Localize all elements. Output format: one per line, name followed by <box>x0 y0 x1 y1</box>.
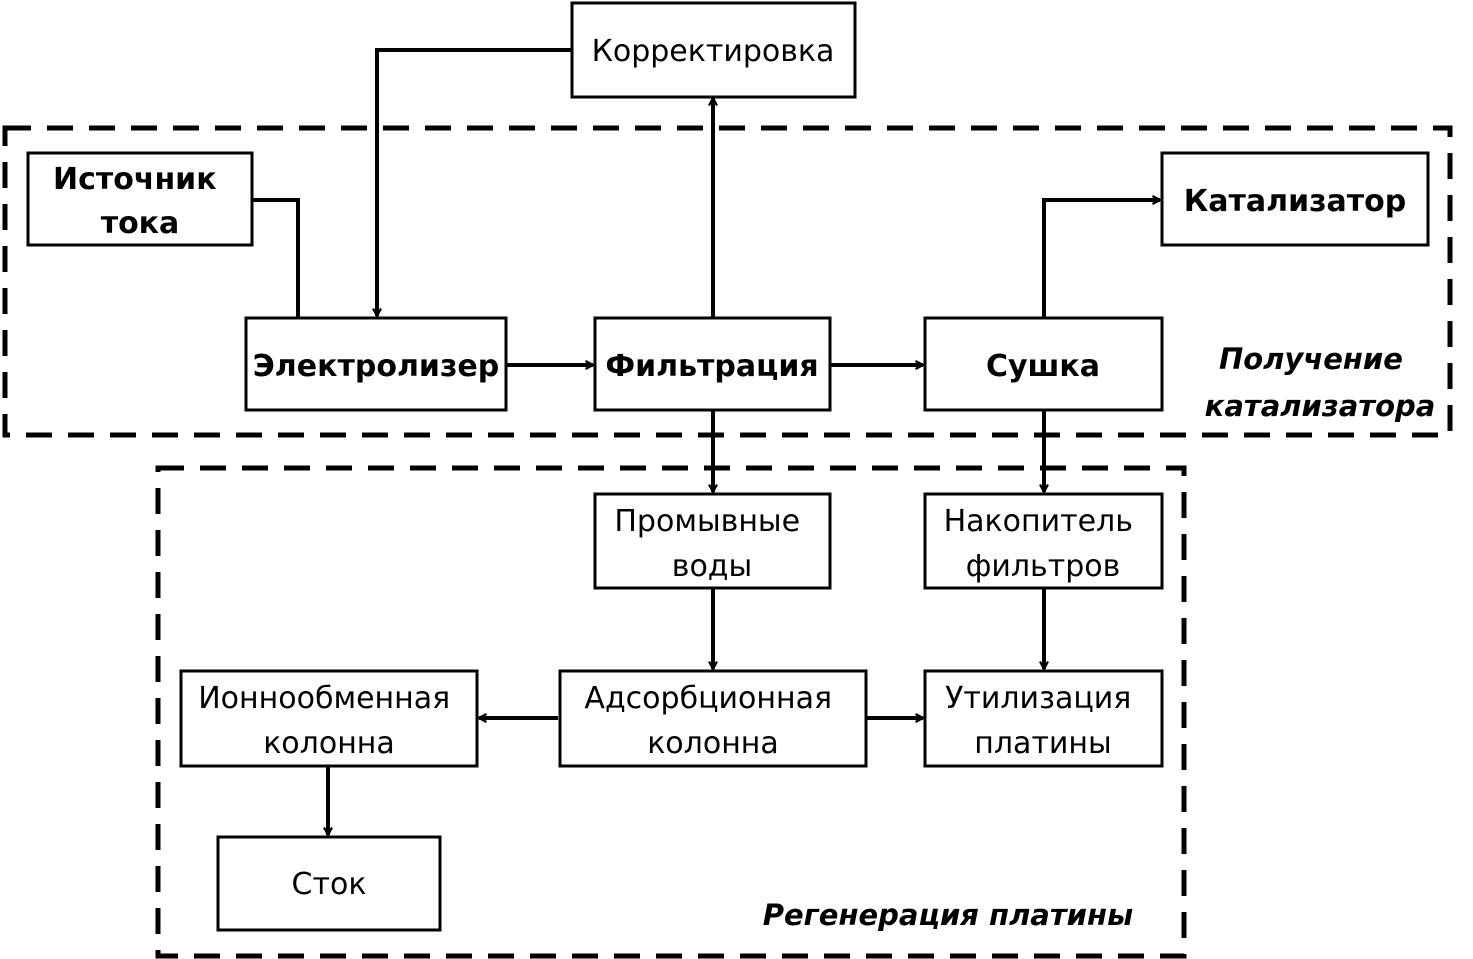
node-catalyst: Катализатор <box>1160 151 1430 247</box>
node-current-source: Источник тока <box>26 151 254 247</box>
region-catalyst-production-label: Получение катализатора <box>1205 342 1436 423</box>
node-electrolyzer-label: Электролизер <box>253 349 499 384</box>
region-platinum-regeneration: Регенерация платины <box>155 465 1187 959</box>
node-drain: Сток <box>216 835 442 932</box>
node-wash-waters-label: Промывные воды <box>614 504 809 584</box>
node-ion-exchange-column: Ионнообменная колонна <box>179 669 479 768</box>
edge-drying-to-catalyst <box>1042 200 1160 318</box>
node-platinum-utilization-label: Утилизация платины <box>945 681 1141 761</box>
node-adsorption-column-label: Адсорбционная колонна <box>584 681 841 761</box>
node-electrolyzer: Электролизер <box>244 316 508 412</box>
region-catalyst-production: Получение катализатора <box>2 125 1453 438</box>
node-drying-label: Сушка <box>986 349 1100 384</box>
node-filtration-label: Фильтрация <box>605 349 818 384</box>
node-adsorption-column: Адсорбционная колонна <box>558 669 868 768</box>
edge-correction-to-electrolyzer <box>377 48 572 316</box>
region-platinum-regeneration-label: Регенерация платины <box>763 898 1134 932</box>
node-filter-storage: Накопитель фильтров <box>923 492 1164 590</box>
node-correction: Корректировка <box>570 1 857 99</box>
node-filter-storage-label: Накопитель фильтров <box>944 504 1143 584</box>
node-drain-label: Сток <box>292 867 367 902</box>
node-current-source-label: Источник тока <box>53 162 227 241</box>
node-filtration: Фильтрация <box>593 316 832 412</box>
node-correction-label: Корректировка <box>592 34 835 69</box>
edge-current-source-to-electrolyzer <box>252 198 300 318</box>
node-catalyst-label: Катализатор <box>1184 184 1407 219</box>
node-platinum-utilization: Утилизация платины <box>923 669 1164 768</box>
edges <box>252 48 1160 835</box>
node-wash-waters: Промывные воды <box>593 492 832 590</box>
node-ion-exchange-column-label: Ионнообменная колонна <box>198 681 460 761</box>
node-drying: Сушка <box>923 316 1164 412</box>
